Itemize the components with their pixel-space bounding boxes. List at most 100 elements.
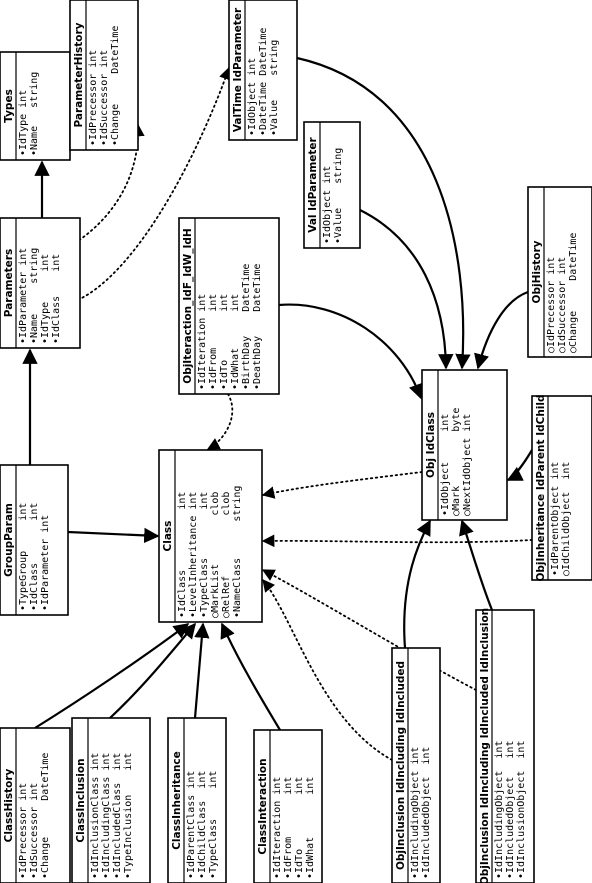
entity-field: •IdParentClass int — [186, 771, 197, 879]
entity-classhistory[interactable]: ClassHistory•IdPrecessor int•IdSuccessor… — [0, 727, 71, 883]
entity-classinclusion[interactable]: ClassInclusion•IdInclusionClass int•IdIn… — [71, 717, 151, 883]
entity-field: •IdIncludedObject int — [505, 741, 516, 879]
entity-field: ○Change DateTime — [568, 233, 579, 353]
entity-box — [303, 121, 361, 249]
entity-box — [71, 717, 151, 883]
entity-parameters[interactable]: Parameters•IdParameter int•Name string•I… — [0, 217, 81, 349]
entity-field: ○IdPrecessor int — [546, 257, 557, 353]
entity-field: •IdIncludingClass int — [101, 753, 112, 879]
entity-field: ○RelRef clob — [221, 492, 232, 618]
relation-obj_idclass-to-class — [261, 471, 423, 499]
entity-title: ObjIteraction_IdF_IdW_IdH — [182, 228, 194, 383]
entity-field: •IdChildClass int — [197, 771, 208, 879]
entity-field: •IdTo int — [219, 294, 230, 390]
entity-field: •TypeClass int — [199, 492, 210, 618]
entity-field: •IdObject int — [247, 58, 258, 136]
entity-field: •IdObject int — [322, 166, 333, 244]
entity-objinheritance[interactable]: ObjInheritance IdParent IdChild•IdParent… — [531, 394, 592, 582]
entity-field: •IdSuccessor int — [99, 50, 110, 146]
relation-classhistory-to-class — [34, 623, 190, 729]
relation-objiteraction-to-class — [206, 393, 234, 450]
entity-field: •IdIteration int — [197, 294, 208, 390]
entity-objhistory[interactable]: ObjHistory○IdPrecessor int○IdSuccessor i… — [527, 186, 592, 358]
entity-field: •Change DateTime — [110, 26, 121, 146]
entity-field: •DateTime DateTime — [258, 28, 269, 136]
relation-classinheritance-to-class — [193, 622, 210, 719]
entity-field: •TypeInclusion int — [123, 753, 134, 879]
entity-field: •NameClass string — [232, 486, 243, 618]
entity-field: ○NextIdObject int — [462, 414, 473, 516]
entity-valtime_idparameter[interactable]: ValTime IdParameter•IdObject int•DateTim… — [228, 0, 298, 141]
entity-title: ParameterHistory — [73, 22, 85, 127]
entity-title: ObjHistory — [531, 240, 543, 303]
entity-field: •Value string — [333, 148, 344, 244]
relation-objinclusion_b-to-obj_idclass — [459, 519, 494, 611]
entity-title: GroupParam — [3, 503, 15, 577]
entity-box — [391, 647, 441, 883]
entity-field: •IdInclusionObject int — [516, 741, 527, 879]
entity-field: •IdIncludingObject int — [494, 741, 505, 879]
relations-layer — [22, 56, 533, 761]
entity-field: •IdClass int — [51, 254, 62, 344]
entity-field: •IdIncludedObject int — [421, 747, 432, 879]
entity-title: ClassInheritance — [171, 751, 183, 850]
entity-title: ObjInclusion IdIncluding IdIncluded — [395, 661, 407, 870]
entity-title: ObjInclusion IdIncluding IdIncluded IdIn… — [479, 608, 491, 883]
entity-field: •IdClass int — [177, 492, 188, 618]
entity-title: ClassInteraction — [257, 758, 269, 854]
relation-objinclusion_a-to-obj_idclass — [403, 519, 431, 649]
entity-field: •Name string — [29, 248, 40, 344]
entity-title: Types — [3, 89, 15, 123]
relation-valtime_idparameter-to-obj_idclass — [296, 56, 471, 370]
entity-objinclusion_a[interactable]: ObjInclusion IdIncluding IdIncluded•IdIn… — [391, 647, 441, 883]
entity-groupparam[interactable]: GroupParam•TypeGroup int•IdClass int•IdP… — [0, 464, 69, 616]
entity-parameter_history[interactable]: ParameterHistory•IdPrecessor int•IdSucce… — [69, 0, 139, 151]
relation-objinheritance-to-class — [261, 534, 533, 548]
entity-field: •IdPrecessor int — [88, 50, 99, 146]
entity-box — [253, 729, 323, 883]
entity-objinclusion_b[interactable]: ObjInclusion IdIncluding IdIncluded IdIn… — [475, 608, 535, 883]
entity-field: •IdWhat int — [230, 294, 241, 390]
entity-field: •Name string — [29, 72, 40, 156]
entity-field: •IdInclusionClass int — [90, 753, 101, 879]
entity-classinheritance[interactable]: ClassInheritance•IdParentClass int•IdChi… — [167, 717, 227, 883]
entity-objiteraction[interactable]: ObjIteraction_IdF_IdW_IdH•IdIteration in… — [178, 217, 280, 395]
entity-title: ObjInheritance IdParent IdChild — [535, 394, 547, 581]
relation-classinclusion-to-class — [109, 622, 196, 719]
relation-valtime_idparameter-to-parameters — [77, 66, 232, 301]
entity-field: •IdSuccessor int — [29, 783, 40, 879]
entity-box — [158, 449, 263, 623]
entity-box — [0, 727, 71, 883]
entity-field: •IdWhat int — [305, 777, 316, 879]
entity-title: ClassHistory — [3, 768, 15, 842]
entity-field: •Value string — [269, 40, 280, 136]
entity-types[interactable]: Types•IdType int•Name string — [0, 51, 71, 161]
entity-title: Obj IdClass — [425, 412, 437, 478]
entity-field: •IdFrom int — [283, 777, 294, 879]
entity-class[interactable]: Class•IdClass int•LevelInheritance int•T… — [158, 449, 263, 623]
entity-title: Val IdParameter — [307, 136, 319, 232]
entity-box — [475, 609, 535, 883]
relation-classinteraction-to-class — [220, 622, 281, 731]
entity-obj_idclass[interactable]: Obj IdClass•IdObject int○Mark byte○NextI… — [421, 369, 508, 521]
entity-title: ValTime IdParameter — [232, 7, 244, 132]
entity-field: ○MarkList clob — [210, 492, 221, 618]
entity-field: •LevelInheritance int — [188, 492, 199, 618]
relation-objinclusion_a-to-class — [262, 579, 393, 761]
entity-classinteraction[interactable]: ClassInteraction•IdIteraction int•IdFrom… — [253, 729, 323, 883]
relation-groupparam-to-class — [67, 527, 160, 544]
entity-box — [69, 0, 139, 151]
entity-field: •DeathDay DateTime — [252, 264, 263, 390]
entity-box — [421, 369, 508, 521]
entity-field: •IdClass int — [29, 503, 40, 611]
relation-objiteraction-to-obj_idclass — [278, 303, 424, 400]
entity-val_idparameter[interactable]: Val IdParameter•IdObject int•Value strin… — [303, 121, 361, 249]
entity-field: •TypeGroup int — [18, 503, 29, 611]
entity-field: •IdIncludedClass int — [112, 753, 123, 879]
entity-field: •IdIncludingObject int — [410, 747, 421, 879]
entity-field: •IdType int — [18, 90, 29, 156]
relation-objhistory-to-obj_idclass — [474, 290, 529, 370]
entity-field: •IdIteraction int — [272, 777, 283, 879]
